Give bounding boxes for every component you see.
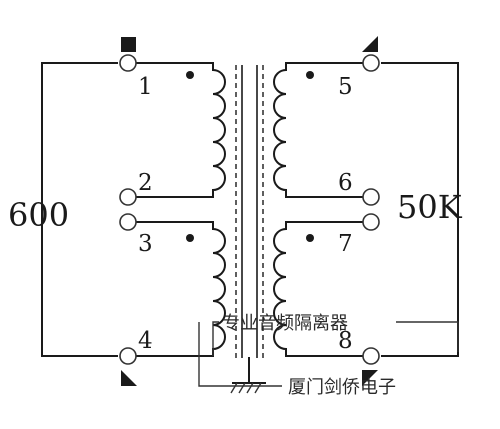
primary-winding-upper [136, 62, 226, 198]
pin-label-5: 5 [338, 74, 353, 100]
pin-marker-triangle-top [362, 36, 378, 52]
product-caption: 专业音频隔离器 [222, 313, 348, 334]
pin-marker-square [121, 37, 136, 52]
pin-label-3: 3 [138, 231, 153, 257]
primary-winding-lower [136, 221, 226, 357]
pin-label-8: 8 [338, 328, 353, 354]
terminal-2[interactable] [119, 188, 137, 206]
polarity-dot-5 [306, 71, 314, 79]
caption-callout [198, 321, 459, 387]
primary-impedance-label: 600 [8, 196, 69, 234]
ground-symbol [230, 357, 266, 394]
secondary-impedance-label: 50K [397, 188, 463, 226]
secondary-impedance-bracket [381, 62, 459, 357]
polarity-dot-1 [186, 71, 194, 79]
pin-label-7: 7 [338, 231, 353, 257]
terminal-3[interactable] [119, 213, 137, 231]
pin-marker-triangle-bottom-left [121, 370, 137, 386]
pin-marker-triangle-bottom-right [362, 370, 378, 386]
terminal-4[interactable] [119, 347, 137, 365]
terminal-5[interactable] [362, 54, 380, 72]
secondary-winding-upper [273, 62, 363, 198]
pin-label-1: 1 [138, 74, 153, 100]
polarity-dot-7 [306, 234, 314, 242]
terminal-1[interactable] [119, 54, 137, 72]
primary-impedance-bracket [41, 62, 118, 357]
terminal-6[interactable] [362, 188, 380, 206]
pin-label-6: 6 [338, 170, 353, 196]
maker-caption: 厦门剑侨电子 [288, 377, 396, 398]
pin-label-4: 4 [138, 328, 153, 354]
transformer-core [235, 65, 264, 358]
terminal-7[interactable] [362, 213, 380, 231]
terminals [119, 54, 380, 365]
terminal-8[interactable] [362, 347, 380, 365]
polarity-dot-3 [186, 234, 194, 242]
secondary-winding-lower [273, 221, 363, 357]
pin-label-2: 2 [138, 170, 153, 196]
